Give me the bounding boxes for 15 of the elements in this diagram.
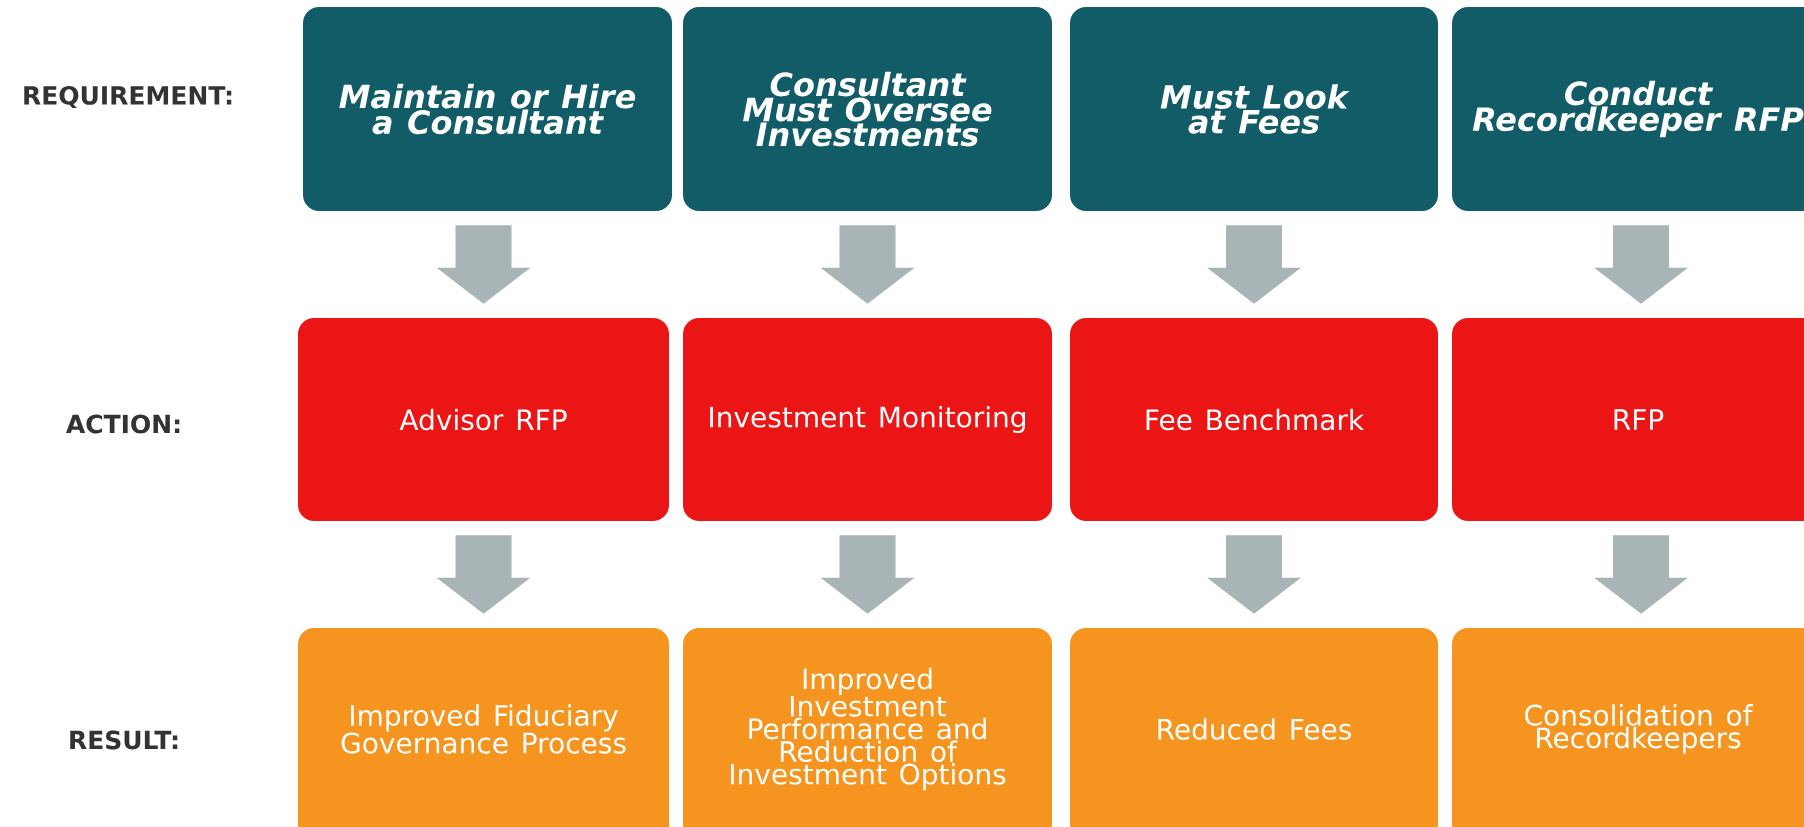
result-box: Consolidation of Recordkeepers — [1452, 628, 1804, 827]
row-label: REQUIREMENT: — [24, 85, 232, 109]
requirement-box: Consultant Must Oversee Investments — [683, 7, 1052, 211]
requirement-box: Conduct Recordkeeper RFP — [1452, 7, 1804, 211]
row-label: ACTION: — [66, 414, 180, 434]
row-label: RESULT: — [70, 730, 178, 750]
result-box: Reduced Fees — [1070, 628, 1438, 827]
action-box: Fee Benchmark — [1070, 318, 1438, 521]
requirement-box: Maintain or Hire a Consultant — [303, 7, 672, 211]
result-box: Improved Fiduciary Governance Process — [298, 628, 669, 827]
action-box: RFP — [1452, 318, 1804, 521]
requirement-box: Must Look at Fees — [1070, 7, 1438, 211]
action-box: Advisor RFP — [298, 318, 669, 521]
action-box: Investment Monitoring — [683, 318, 1052, 521]
result-box: Improved Investment Performance and Reduction of Investment Options — [683, 628, 1052, 827]
